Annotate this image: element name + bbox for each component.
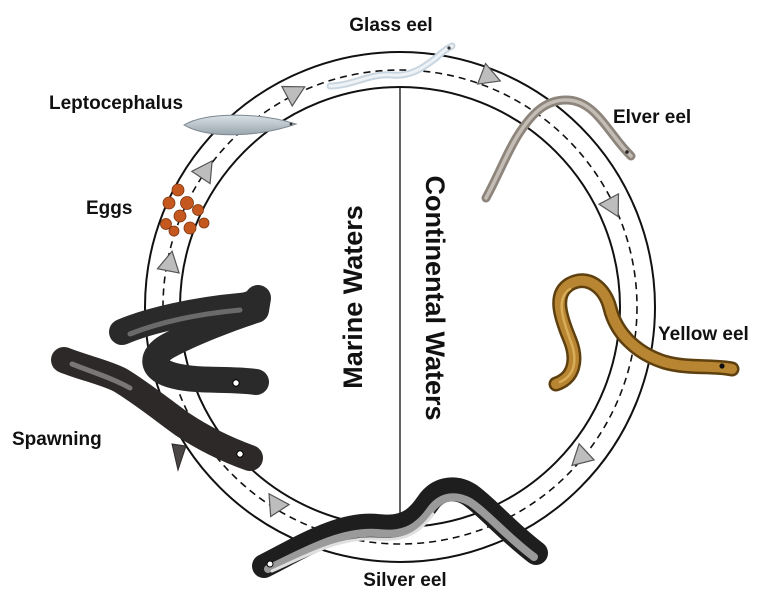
leptocephalus-label: Leptocephalus — [49, 93, 183, 114]
spawning-label: Spawning — [12, 429, 102, 450]
arrow-icon — [478, 64, 505, 92]
silver-eel-label: Silver eel — [363, 570, 446, 591]
arrow-icon — [192, 155, 221, 184]
yellow-eel-label: Yellow eel — [658, 324, 749, 345]
arrow-icon — [157, 249, 182, 273]
glass-eel-label: Glass eel — [349, 15, 432, 36]
leptocephalus-icon — [184, 115, 296, 135]
eggs-icon — [161, 184, 210, 236]
continental-waters-label: Continental Waters — [420, 175, 450, 420]
marine-waters-label: Marine Waters — [338, 205, 368, 389]
eggs-label: Eggs — [86, 198, 132, 219]
arrow-icon — [282, 77, 310, 106]
elver-eel-label: Elver eel — [613, 107, 691, 128]
arrow-icon — [599, 194, 628, 222]
